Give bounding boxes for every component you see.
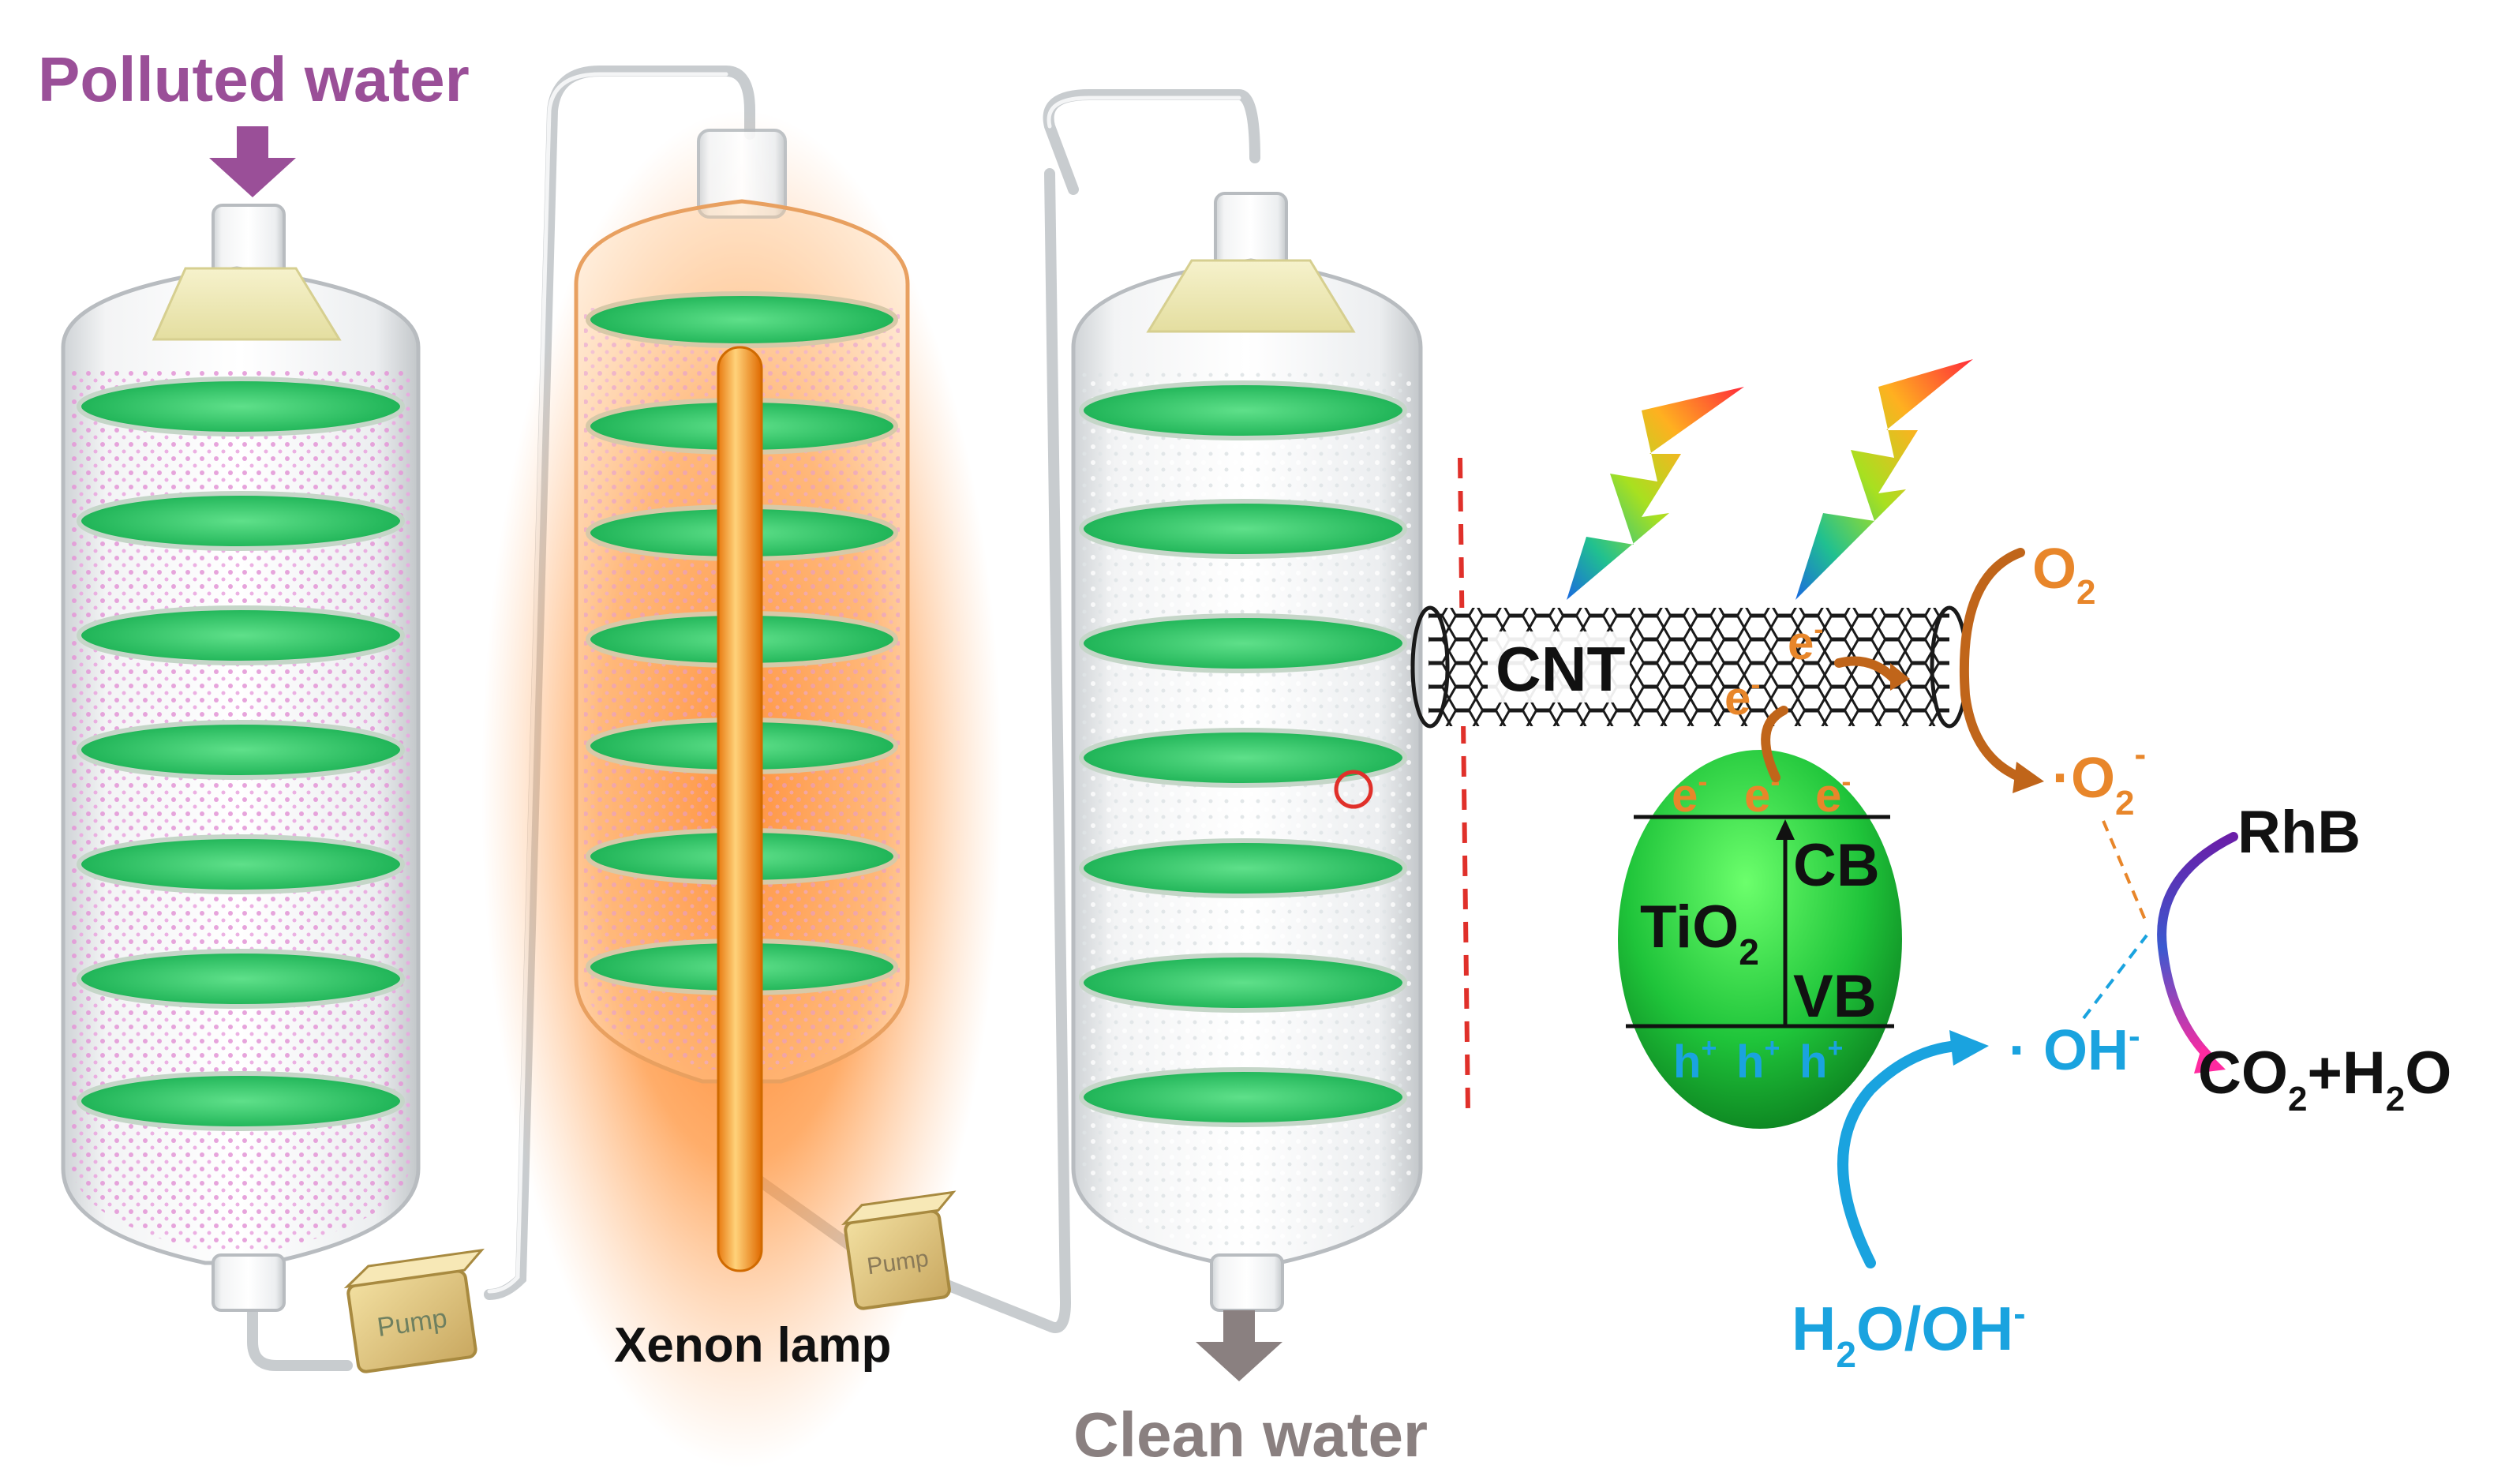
carbon-nanotube: CNT xyxy=(1410,605,1969,729)
reactor-3 xyxy=(1071,192,1423,1312)
svg-text:e-: e- xyxy=(1724,668,1760,725)
clean-water-label: Clean water xyxy=(1073,1399,1428,1470)
water-label: H xyxy=(1792,1294,1836,1363)
catalyst-disk xyxy=(586,291,898,348)
svg-text:h+: h+ xyxy=(1673,1033,1717,1088)
catalyst-disk xyxy=(77,605,405,665)
svg-text:O2: O2 xyxy=(2032,538,2096,612)
outlet-funnel xyxy=(1146,259,1356,333)
hole-vb: h xyxy=(1673,1036,1701,1088)
svg-text:H2O/OH-: H2O/OH- xyxy=(1792,1293,2026,1375)
hydroxyl-attack-arrow xyxy=(2082,934,2148,1020)
xenon-lamp-label: Xenon lamp xyxy=(614,1318,891,1373)
tio2-subscript: 2 xyxy=(1739,931,1759,972)
electron-transfer-arrow xyxy=(1834,656,1899,684)
zoom-dashed-line xyxy=(1458,457,1470,1114)
svg-text:CO2+H2O: CO2+H2O xyxy=(2198,1040,2451,1118)
svg-text:h+: h+ xyxy=(1736,1033,1780,1088)
pump-1: Pump xyxy=(343,1248,485,1373)
mechanism-scheme: CNT CB VB TiO2 e- e- e- h+ h+ h+ e- e- xyxy=(1410,359,2451,1375)
tio2-label: TiO xyxy=(1640,894,1739,961)
catalyst-disk xyxy=(1079,380,1407,440)
reactor-2 xyxy=(481,111,1002,1468)
light-bolt-icon xyxy=(1795,359,1973,600)
o2-label: O xyxy=(2032,538,2076,601)
reactor-1-disks xyxy=(77,377,405,1131)
outlet-arrow xyxy=(1196,1310,1282,1381)
reactor-3-disks xyxy=(1079,380,1407,1127)
degradation-arrow xyxy=(2157,832,2238,1062)
pump-2: Pump xyxy=(841,1190,957,1310)
pipe-reactor1-bottom xyxy=(247,1297,353,1371)
electron-cb: e xyxy=(1672,769,1698,822)
oxygen-reduction-arrow xyxy=(1959,548,2025,782)
vb-label: VB xyxy=(1793,963,1877,1030)
electron-cb: e xyxy=(1815,769,1841,822)
catalyst-disk xyxy=(1079,613,1407,673)
catalyst-disk xyxy=(77,377,405,437)
hole-vb: h xyxy=(1799,1036,1827,1088)
rhb-label: RhB xyxy=(2237,799,2361,866)
xenon-lamp-tube xyxy=(717,346,763,1272)
catalyst-disk xyxy=(1079,499,1407,559)
light-bolt-icon xyxy=(1567,387,1744,600)
cb-label: CB xyxy=(1793,832,1880,899)
hydroxyl-label: · OH xyxy=(2009,1019,2129,1082)
svg-text:e-: e- xyxy=(1672,765,1707,822)
catalyst-disk xyxy=(77,720,405,780)
catalyst-disk xyxy=(1079,1067,1407,1127)
electron-cnt: e xyxy=(1788,616,1814,669)
svg-text:e-: e- xyxy=(1788,613,1823,669)
zoom-highlight-circle xyxy=(1334,770,1373,809)
superoxide-label: ·O xyxy=(2052,747,2115,810)
catalyst-disk xyxy=(1079,838,1407,898)
catalyst-disk xyxy=(77,949,405,1009)
superoxide-attack-arrow xyxy=(2102,820,2148,924)
catalyst-disk xyxy=(1079,728,1407,788)
product-co2: CO xyxy=(2198,1040,2288,1107)
svg-text:TiO2: TiO2 xyxy=(1640,894,1759,972)
hole-vb: h xyxy=(1736,1036,1764,1088)
tio2-particle: CB VB TiO2 e- e- e- h+ h+ h+ xyxy=(1618,750,1902,1129)
catalyst-disk xyxy=(77,834,405,894)
water-oxidation-arrow xyxy=(1837,1040,1963,1268)
electron-cnt: e xyxy=(1724,672,1751,725)
catalyst-disk xyxy=(77,491,405,551)
svg-text:e-: e- xyxy=(1815,765,1851,822)
cnt-label: CNT xyxy=(1496,634,1626,704)
electron-transfer-arrow xyxy=(1761,706,1788,782)
pipe-reactor3-top xyxy=(1043,89,1260,195)
catalyst-disk xyxy=(1079,953,1407,1013)
catalyst-disk xyxy=(77,1071,405,1131)
svg-text:·O2-: ·O2- xyxy=(2052,735,2146,822)
polluted-water-label: Polluted water xyxy=(38,44,470,114)
inlet-arrow xyxy=(209,126,296,197)
reactor-1 xyxy=(61,204,421,1312)
inlet-funnel xyxy=(152,267,342,341)
svg-text:h+: h+ xyxy=(1799,1033,1843,1088)
electron-cb: e xyxy=(1744,769,1770,822)
pipe-pump2-to-reactor3 xyxy=(926,168,1072,1333)
svg-text:· OH-: · OH- xyxy=(2009,1017,2140,1082)
